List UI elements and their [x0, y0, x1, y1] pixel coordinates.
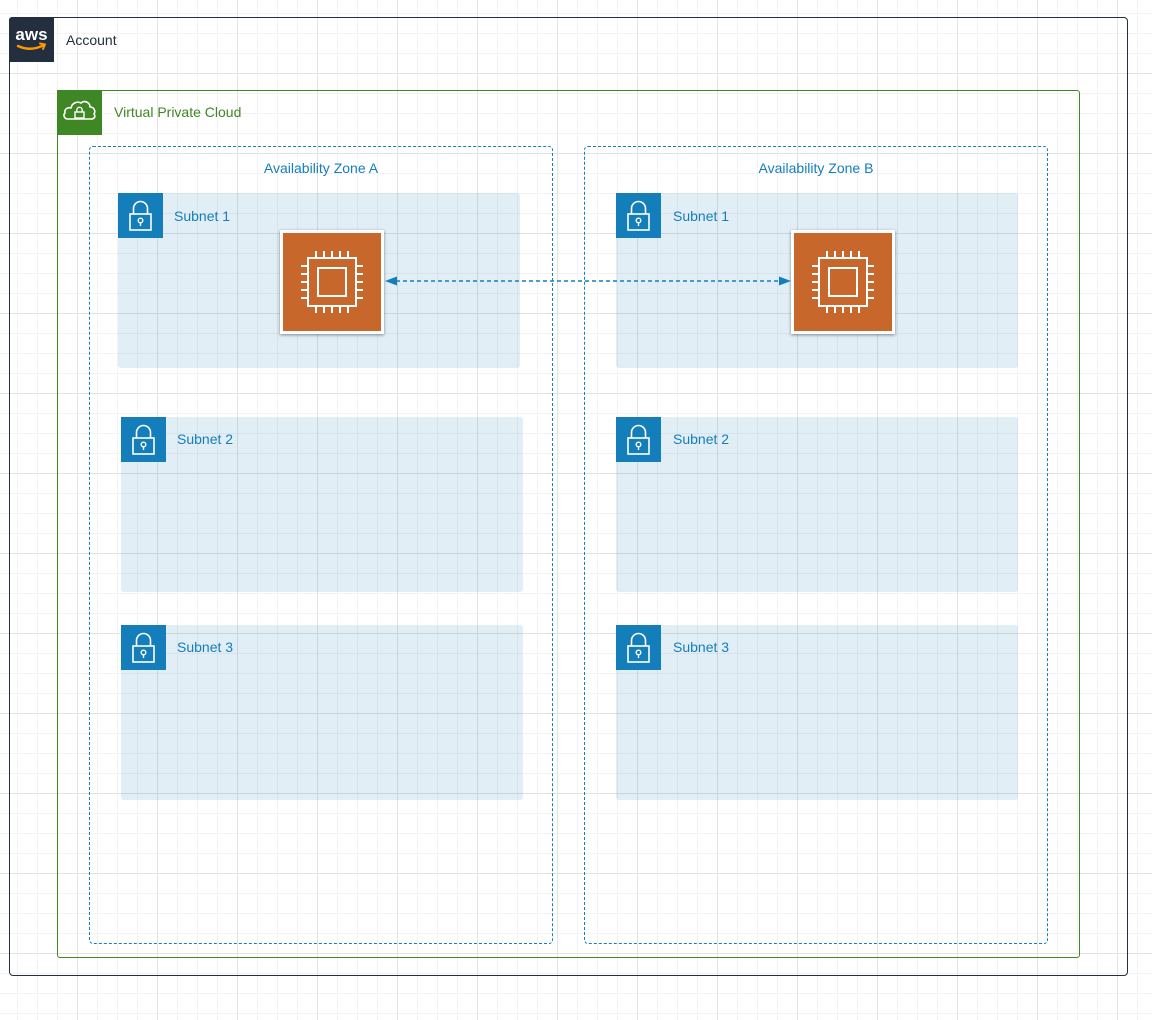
padlock-icon — [118, 193, 163, 238]
ec2-instance-a1[interactable] — [280, 230, 384, 334]
availability-zone-b-label: Availability Zone B — [758, 160, 874, 176]
padlock-icon — [121, 625, 166, 670]
padlock-icon — [121, 417, 166, 462]
subnet-b1-label: Subnet 1 — [673, 208, 730, 224]
availability-zone-b[interactable] — [584, 146, 1048, 944]
availability-zone-a-label: Availability Zone A — [263, 160, 379, 176]
ec2-instance-icon — [812, 251, 874, 313]
subnet-a2[interactable] — [121, 417, 523, 592]
padlock-icon — [616, 193, 661, 238]
connection-arrowhead-right — [779, 276, 791, 286]
subnet-b3[interactable] — [616, 625, 1018, 800]
aws-logo-icon: aws — [9, 17, 54, 62]
vpc-cloud-lock-icon — [57, 90, 102, 135]
vpc-group[interactable] — [57, 90, 1080, 958]
subnet-a3-label: Subnet 3 — [177, 639, 234, 655]
connection-arrowhead-left — [385, 276, 397, 286]
aws-logo-text: aws — [15, 25, 47, 44]
subnet-a2-label: Subnet 2 — [177, 431, 234, 447]
account-label: Account — [66, 32, 117, 48]
subnet-b3-label: Subnet 3 — [673, 639, 730, 655]
subnet-b2[interactable] — [616, 417, 1018, 592]
subnet-a3[interactable] — [121, 625, 523, 800]
padlock-icon — [616, 417, 661, 462]
vpc-label: Virtual Private Cloud — [114, 104, 242, 120]
padlock-icon — [616, 625, 661, 670]
ec2-instance-icon — [301, 251, 363, 313]
ec2-instance-b1[interactable] — [791, 230, 895, 334]
subnet-b2-label: Subnet 2 — [673, 431, 730, 447]
availability-zone-a[interactable] — [89, 146, 553, 944]
subnet-a1-label: Subnet 1 — [174, 208, 231, 224]
account-group[interactable] — [9, 17, 1128, 976]
